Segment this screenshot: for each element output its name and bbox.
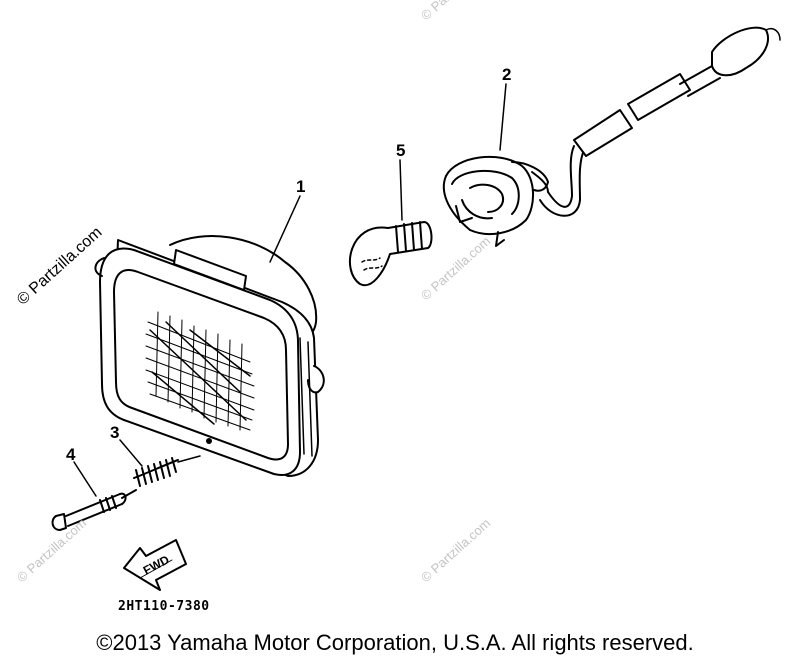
callout-part-5: 5	[396, 141, 406, 160]
lens-pattern	[145, 311, 255, 431]
leader-line-5	[399, 159, 403, 221]
callout-part-2: 2	[502, 65, 512, 84]
copyright-notice: ©2013 Yamaha Motor Corporation, U.S.A. A…	[96, 630, 694, 655]
bulb-socket	[442, 26, 781, 247]
diagram-code: 2HT110-7380	[118, 599, 210, 614]
callout-part-1: 1	[296, 177, 306, 196]
leader-line-4	[73, 461, 97, 497]
leader-line-1	[269, 195, 301, 263]
screw	[51, 489, 137, 531]
bulb	[348, 221, 433, 287]
leader-line-2	[499, 83, 507, 151]
spring	[133, 455, 201, 487]
leader-line-3	[119, 439, 143, 467]
forward-arrow-icon	[123, 539, 187, 591]
headlight-assembly	[94, 235, 325, 477]
callout-part-4: 4	[66, 445, 76, 464]
callout-part-3: 3	[110, 423, 120, 442]
